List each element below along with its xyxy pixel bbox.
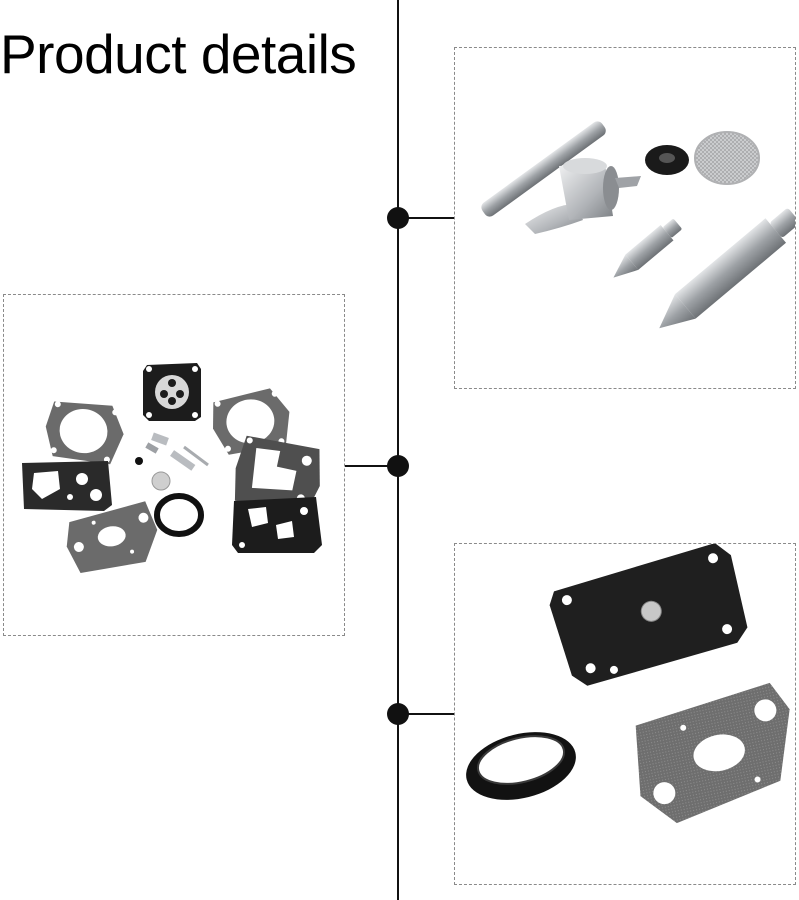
timeline-dot-top (387, 207, 409, 229)
connector-top (398, 217, 456, 219)
connector-bottom (398, 713, 456, 715)
timeline-vertical-line (397, 0, 399, 900)
product-image-diaphragm-gaskets (454, 543, 796, 885)
timeline-dot-middle (387, 455, 409, 477)
diaphragm-gasket-image (466, 544, 790, 824)
timeline-dot-bottom (387, 703, 409, 725)
page-title: Product details (0, 23, 357, 85)
needle-valve-parts-image (481, 121, 795, 329)
product-image-full-kit (3, 294, 345, 636)
connector-middle (344, 465, 399, 467)
product-image-needle-parts (454, 47, 796, 389)
carburetor-kit-image (22, 363, 322, 574)
